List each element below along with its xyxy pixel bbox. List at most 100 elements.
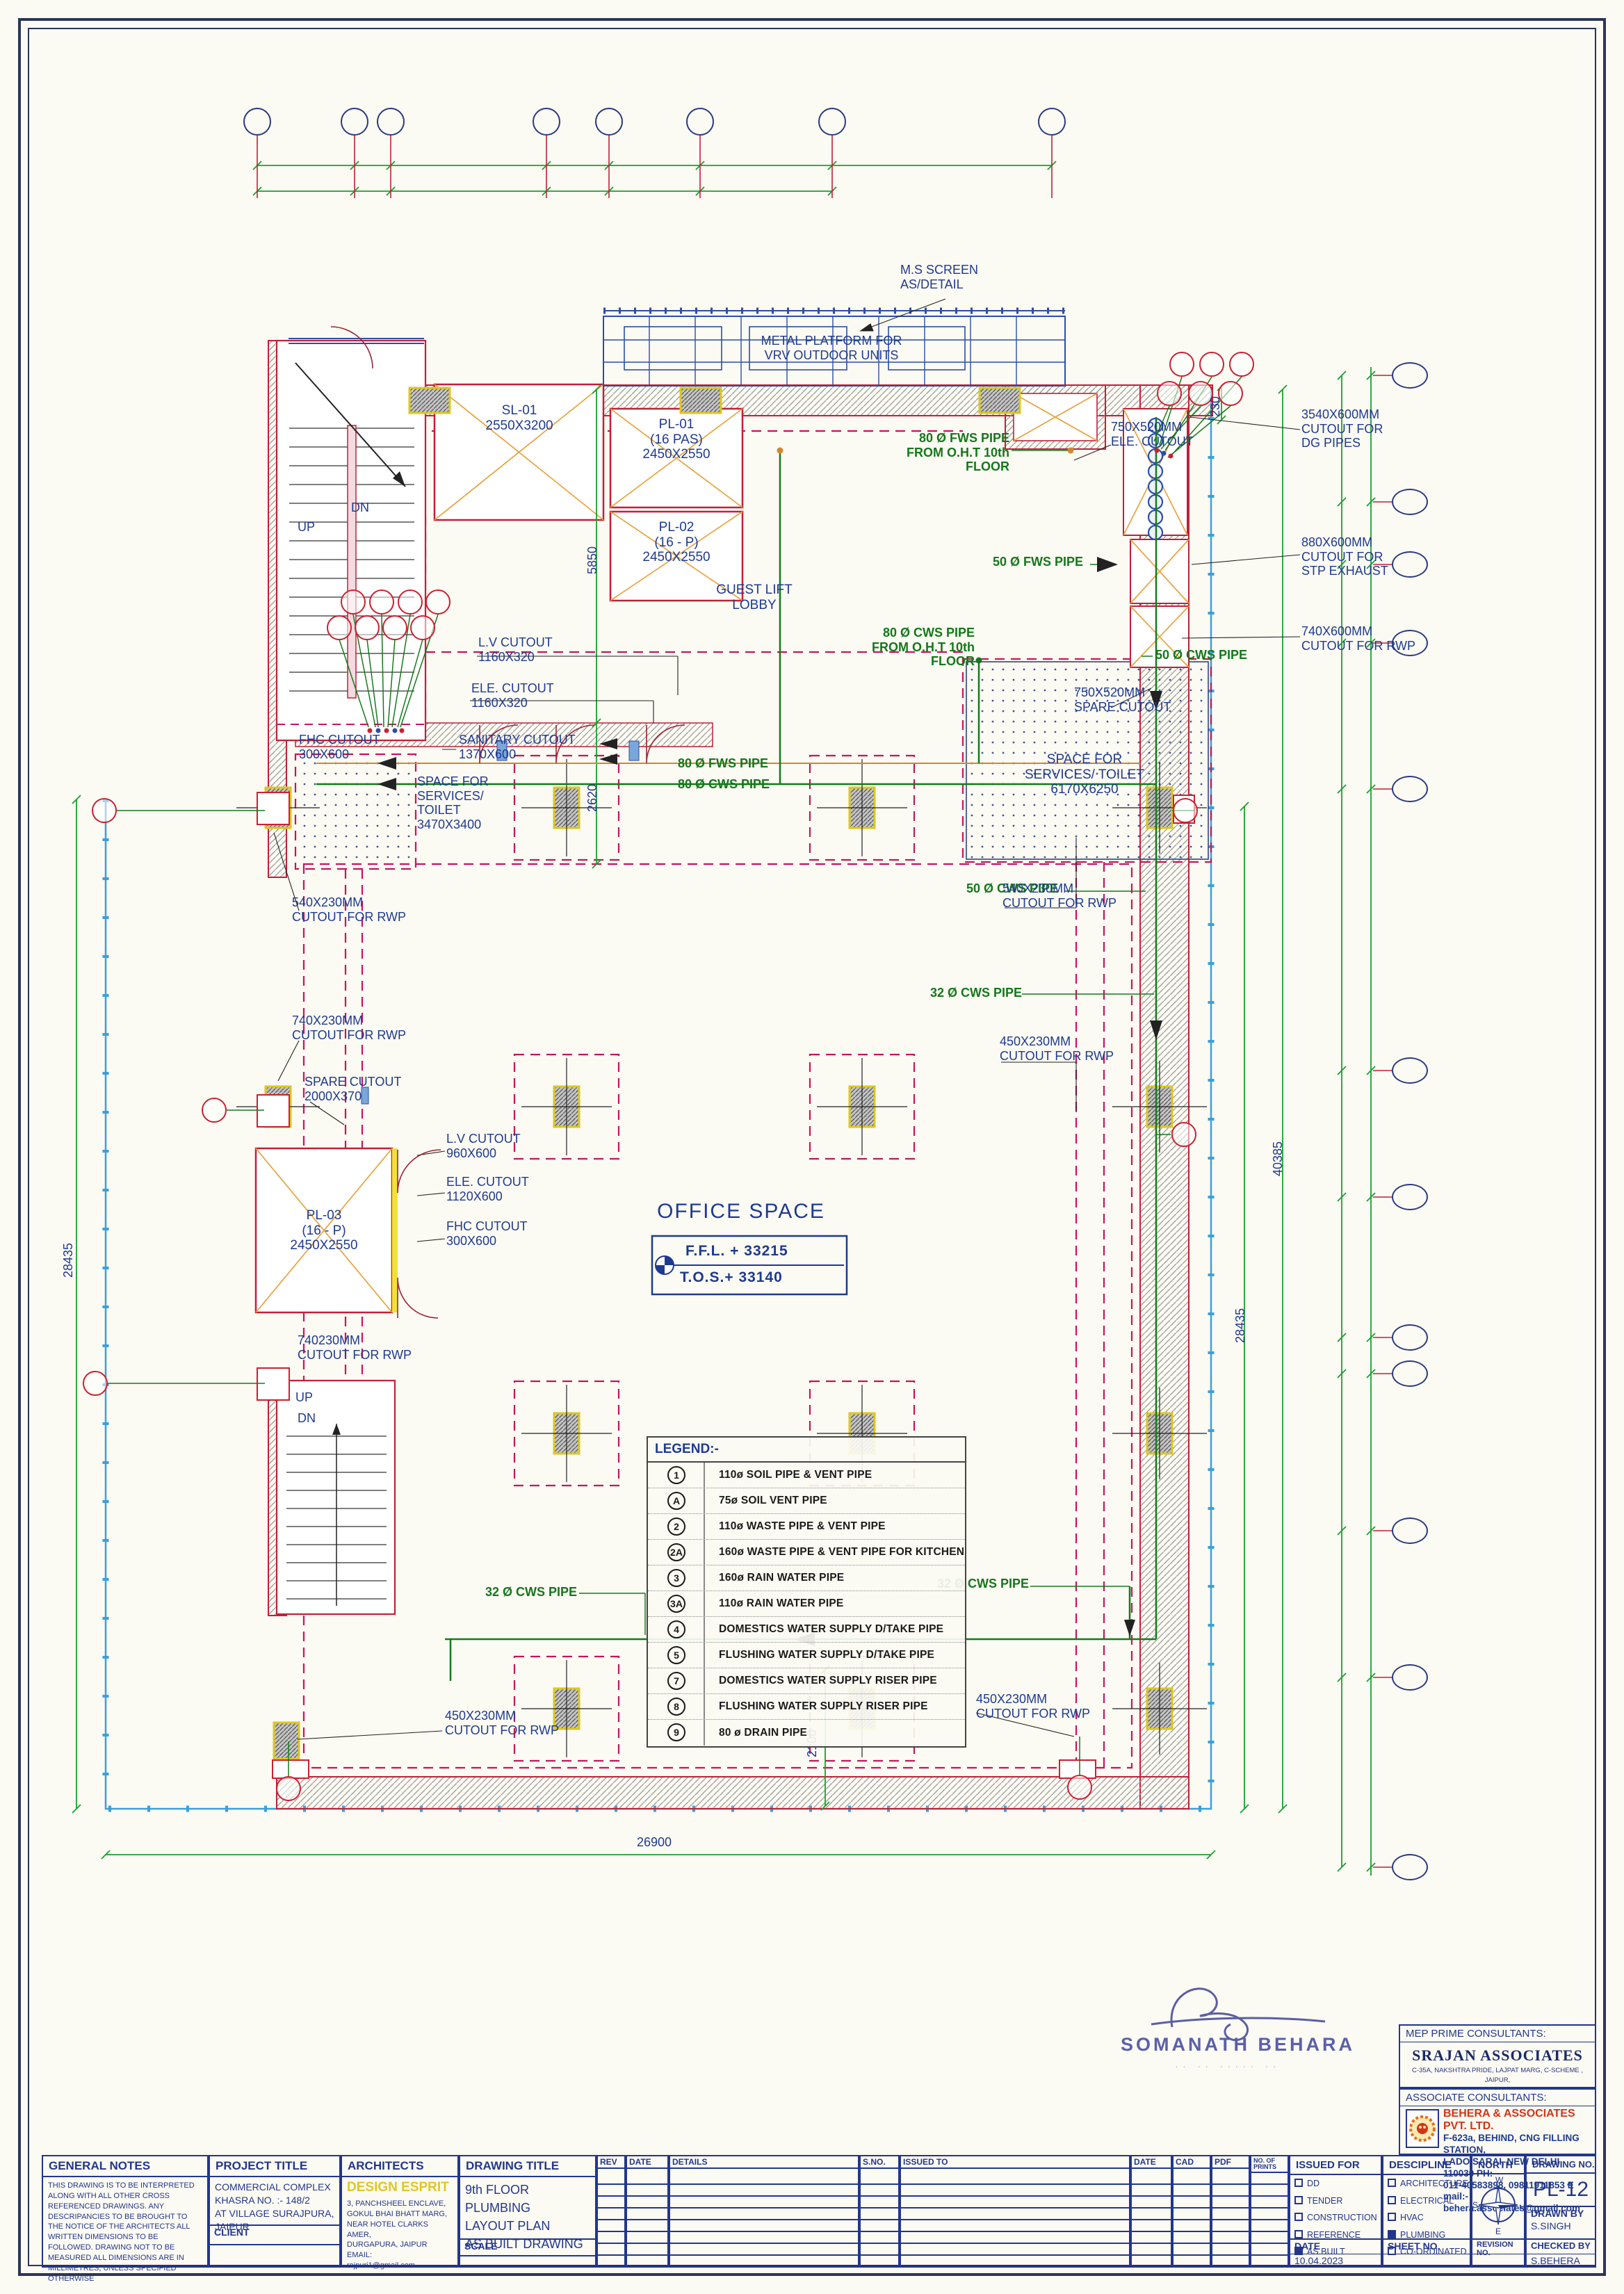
label-cws50-mid: 50 Ø CWS PIPE (966, 881, 1059, 895)
legend-symbol-icon: 5 (667, 1646, 685, 1664)
legend-symbol-icon: 4 (667, 1620, 685, 1638)
legend-label: 80 ø DRAIN PIPE (719, 1726, 808, 1739)
issued-date-label: DATE (1290, 2238, 1381, 2252)
label-services-left: SPACE FOR SERVICES/ TOILET 3470X3400 (417, 774, 489, 831)
svg-text:E: E (1495, 2227, 1501, 2236)
issued-for-item: CONSTRUCTION (1290, 2209, 1381, 2227)
issued-for-header: ISSUED FOR (1290, 2156, 1381, 2175)
label-cws50-right: 50 Ø CWS PIPE (1155, 648, 1248, 662)
checkbox-icon (1388, 2247, 1396, 2255)
label-ele-cutout-750: 750X520MM ELE. CUTOUT (1111, 420, 1194, 448)
issued-to-header: ISSUED TO (901, 2156, 1129, 2169)
dim-28435-right: 28435 (1233, 1308, 1247, 1343)
pdf-header: PDF (1212, 2156, 1249, 2169)
label-guest-lobby: GUEST LIFT LOBBY (716, 583, 793, 612)
rev-cell: REV (596, 2155, 626, 2268)
legend-divider (704, 1668, 705, 1693)
drawing-no-value: PL-12 (1532, 2178, 1589, 2201)
label-pl01: PL-01 (16 PAS) 2450X2550 (642, 417, 710, 462)
dim-26900: 26900 (637, 1835, 672, 1849)
dim-5850: 5850 (585, 546, 599, 574)
legend-symbol-icon: 1 (667, 1466, 685, 1484)
issued-for-item: TENDER (1290, 2193, 1381, 2210)
project-title-header: PROJECT TITLE (210, 2156, 339, 2177)
legend-divider (704, 1514, 705, 1539)
details-header: DETAILS (670, 2156, 858, 2169)
rev-header: REV (598, 2156, 624, 2169)
architects-address: 3, PANCHSHEEL ENCLAVE, GOKUL BHAI BHATT … (347, 2199, 448, 2270)
legend-symbol-icon: 3 (667, 1569, 685, 1587)
legend-divider (704, 1488, 705, 1513)
revision-label: REVISION NO. (1472, 2238, 1524, 2258)
checkbox-icon (1294, 2229, 1303, 2238)
pdf-cell: PDF (1211, 2155, 1250, 2268)
label-lv960: L.V CUTOUT 960X600 (446, 1132, 521, 1160)
drawn-by-value: S.SINGH (1531, 2220, 1571, 2231)
legend-divider (704, 1565, 705, 1591)
label-fhc300-b: FHC CUTOUT 300X600 (446, 1219, 528, 1248)
label-spare-cutout-750: 750X520MM SPARE CUTOUT (1074, 685, 1171, 714)
legend-divider (704, 1540, 705, 1565)
details-cell: DETAILS (669, 2155, 859, 2268)
label-office-space: OFFICE SPACE (657, 1200, 825, 1223)
general-notes-cell: GENERAL NOTES THIS DRAWING IS TO BE INTE… (42, 2155, 209, 2283)
legend-label: 110ø SOIL PIPE & VENT PIPE (719, 1469, 872, 1481)
label-sanitary: SANITARY CUTOUT 1370X600 (459, 733, 576, 761)
label-spare2000: SPARE CUTOUT 2000X370 (304, 1075, 402, 1103)
architects-firm: DESIGN ESPRIT (347, 2180, 449, 2195)
general-notes-header: GENERAL NOTES (43, 2156, 207, 2177)
general-notes-text: THIS DRAWING IS TO BE INTERPRETED ALONG … (48, 2181, 195, 2283)
cad-header: CAD (1174, 2156, 1210, 2169)
legend-symbol-icon: 2 (667, 1518, 685, 1536)
label-ele1120: ELE. CUTOUT 1120X600 (446, 1175, 529, 1203)
label-stp-cutout: 880X600MM CUTOUT FOR STP EXHAUST (1301, 535, 1388, 578)
north-cell: NORTH W S N E REVISION NO. (1471, 2155, 1525, 2268)
client-header: CLIENT (210, 2224, 339, 2238)
legend-row: 3A 110ø RAIN WATER PIPE (648, 1591, 965, 1617)
checkbox-icon (1294, 2247, 1303, 2255)
dim-2620: 2620 (585, 783, 599, 812)
legend-symbol-icon: 7 (667, 1672, 685, 1690)
label-cws80-mid: 80 Ø CWS PIPE (678, 777, 770, 791)
label-up-2: UP (295, 1390, 314, 1404)
discipline-item: ELECTRICAL (1383, 2193, 1470, 2210)
legend-title: LEGEND:- (648, 1438, 965, 1463)
drawing-no-cell: DRAWING NO. PL-12 DRAWN BY S.SINGH CHECK… (1525, 2155, 1596, 2268)
legend-row: 8 FLUSHING WATER SUPPLY RISER PIPE (648, 1694, 965, 1720)
sno-header: S.NO. (861, 2156, 898, 2169)
legend-divider (704, 1463, 705, 1488)
date-header: DATE (627, 2156, 667, 2169)
discipline-item: PLUMBING (1383, 2227, 1470, 2244)
label-rwp450-br: 450X230MM CUTOUT FOR RWP (976, 1692, 1091, 1720)
legend-label: 160ø WASTE PIPE & VENT PIPE FOR KITCHEN (719, 1546, 965, 1558)
label-ele1160: ELE. CUTOUT 1160X320 (471, 681, 554, 710)
legend-row: 7 DOMESTICS WATER SUPPLY RISER PIPE (648, 1668, 965, 1694)
legend-symbol-icon: 3A (667, 1595, 685, 1613)
legend-divider (704, 1591, 705, 1616)
issued-date-value: 10.04.2023 (1290, 2254, 1381, 2267)
label-rwp540-left: 540X230MM CUTOUT FOR RWP (292, 895, 407, 924)
checkbox-icon (1294, 2179, 1303, 2187)
legend-items: 1 110ø SOIL PIPE & VENT PIPE A 75ø SOIL … (648, 1463, 965, 1746)
label-fws80-oht: 80 Ø FWS PIPE FROM O.H.T 10th FLOOR (907, 431, 1009, 474)
label-tos: T.O.S.+ 33140 (680, 1269, 783, 1285)
legend-row: 2 110ø WASTE PIPE & VENT PIPE (648, 1514, 965, 1540)
label-rwp740x600: 740X600MM CUTOUT FOR RWP (1301, 624, 1416, 653)
legend-row: 1 110ø SOIL PIPE & VENT PIPE (648, 1463, 965, 1488)
scale-header: SCALE (460, 2238, 595, 2252)
label-pl03: PL-03 (16 - P) 2450X2550 (290, 1208, 358, 1253)
issued-to-cell: ISSUED TO (900, 2155, 1130, 2268)
legend-label: FLUSHING WATER SUPPLY D/TAKE PIPE (719, 1649, 935, 1661)
checkbox-icon (1388, 2195, 1396, 2204)
label-cws32-a: 32 Ø CWS PIPE (930, 986, 1023, 1000)
legend-symbol-icon: A (667, 1492, 685, 1510)
date2-cell: DATE (1130, 2155, 1172, 2268)
issued-for-item: DD (1290, 2175, 1381, 2193)
drawing-title-header: DRAWING TITLE (460, 2156, 595, 2177)
sno-cell: S.NO. (859, 2155, 900, 2268)
client-divider (210, 2244, 339, 2245)
checked-by-label: CHECKED BY (1527, 2238, 1595, 2252)
